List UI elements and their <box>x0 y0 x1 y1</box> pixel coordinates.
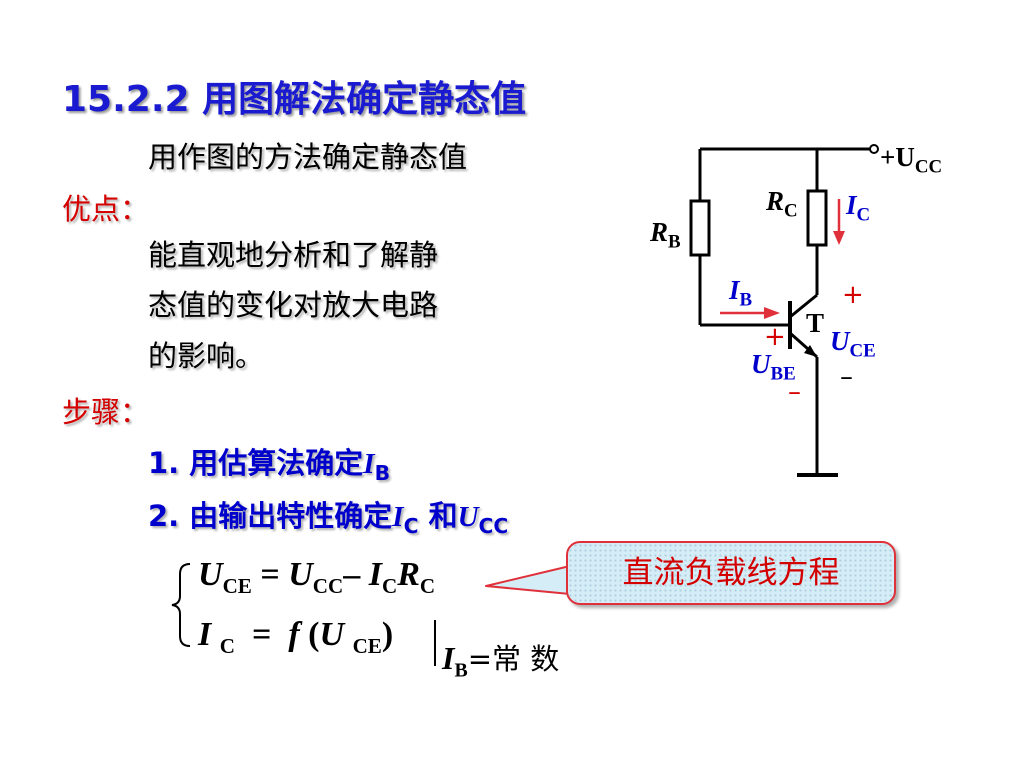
ube-minus: – <box>788 377 801 407</box>
eq1-lhs: U <box>198 556 223 593</box>
ube-plus: + <box>764 322 786 352</box>
step-2-text: 2. 由输出特性确定 <box>148 499 393 533</box>
eq2-open: ( <box>308 616 320 653</box>
step-1: 1. 用估算法确定IB <box>148 440 390 485</box>
equation-1: UCE = UCC– ICRC <box>198 556 435 599</box>
vcc-label-main: +U <box>880 142 915 172</box>
eq2-close: ) <box>381 616 394 653</box>
uce-plus: + <box>842 280 864 310</box>
eq2-condition: IB=常 数 <box>442 636 559 682</box>
ic-sub: C <box>856 204 871 226</box>
eq1-b: I <box>368 556 382 593</box>
resistor-rb <box>689 199 711 257</box>
rb-sub: B <box>668 231 681 253</box>
step-2-sub-2: CC <box>478 513 509 538</box>
eq1-a: U <box>288 556 313 593</box>
ic-symbol: I <box>846 190 857 220</box>
eq1-a-sub: CC <box>312 573 344 598</box>
ube-label: UBE <box>751 349 796 385</box>
transistor-label: T <box>806 308 825 338</box>
ib-label: IB <box>729 275 752 311</box>
step-2: 2. 由输出特性确定IC 和UCC <box>148 493 508 538</box>
rb-symbol: R <box>650 217 669 247</box>
eq1-c: R <box>397 556 420 593</box>
eq2-u: U <box>319 616 345 653</box>
advantages-line-3: 的影响。 <box>148 339 265 373</box>
step-2-sub-1: C <box>403 513 419 538</box>
eq1-b-sub: C <box>381 573 398 598</box>
vcc-terminal <box>869 144 879 154</box>
eq1-lhs-sub: CE <box>222 573 252 598</box>
uce-symbol: U <box>830 326 850 356</box>
rb-label: RB <box>650 217 681 253</box>
ic-label: IC <box>846 190 870 226</box>
ib-sub: B <box>739 289 753 311</box>
ib-symbol: I <box>729 275 740 305</box>
uce-minus: – <box>840 362 853 392</box>
eq2-u-sub: CE <box>352 633 382 658</box>
step-1-sub: B <box>374 460 391 485</box>
eq2-f: f <box>288 616 300 653</box>
rc-symbol: R <box>766 186 785 216</box>
step-1-symbol: I <box>363 448 375 480</box>
uce-label: UCE <box>830 326 876 362</box>
steps-label: 步骤： <box>62 395 150 429</box>
eq2-equals: = <box>251 616 272 653</box>
ube-sub: BE <box>770 363 796 385</box>
advantages-line-2: 态值的变化对放大电路 <box>148 288 439 322</box>
rc-sub: C <box>784 200 798 222</box>
eq2-cond-const: =常 数 <box>467 642 560 676</box>
circuit-diagram <box>689 144 879 477</box>
resistor-rc <box>806 189 828 247</box>
rc-label: RC <box>766 186 798 222</box>
advantages-line-1: 能直观地分析和了解静 <box>148 238 439 272</box>
ib-arrow-head <box>764 307 780 319</box>
eq2-lhs-sub: C <box>219 633 235 658</box>
equation-2: I C = f (U CE) <box>198 616 393 659</box>
ic-arrow-head <box>833 231 845 245</box>
step-2-mid: 和 <box>418 499 458 533</box>
intro-text: 用作图的方法确定静态值 <box>148 140 468 174</box>
vcc-label-sub: CC <box>914 156 943 178</box>
eq2-lhs: I <box>198 616 212 653</box>
uce-sub: CE <box>849 340 876 362</box>
eq1-minus: – <box>343 556 361 593</box>
eq2-cond-symbol: I <box>442 640 455 676</box>
transistor-collector <box>789 293 818 319</box>
eq2-cond-sub: B <box>454 659 468 682</box>
equation-brace <box>171 563 191 647</box>
load-line-callout: 直流负载线方程 <box>566 541 896 605</box>
step-1-text: 1. 用估算法确定 <box>148 446 364 480</box>
eq1-c-sub: C <box>419 573 436 598</box>
vcc-label: +UCC <box>880 142 942 178</box>
advantages-label: 优点： <box>62 192 150 226</box>
callout-pointer <box>485 565 571 595</box>
eq1-equals: = <box>260 556 280 593</box>
ube-symbol: U <box>751 349 771 379</box>
page-title: 15.2.2 用图解法确定静态值 <box>62 79 527 120</box>
step-2-symbol-2: U <box>457 501 479 533</box>
transistor-emitter-arrow <box>804 345 817 357</box>
step-2-symbol-1: I <box>392 501 404 533</box>
eq2-evaluation-bar <box>434 620 436 666</box>
